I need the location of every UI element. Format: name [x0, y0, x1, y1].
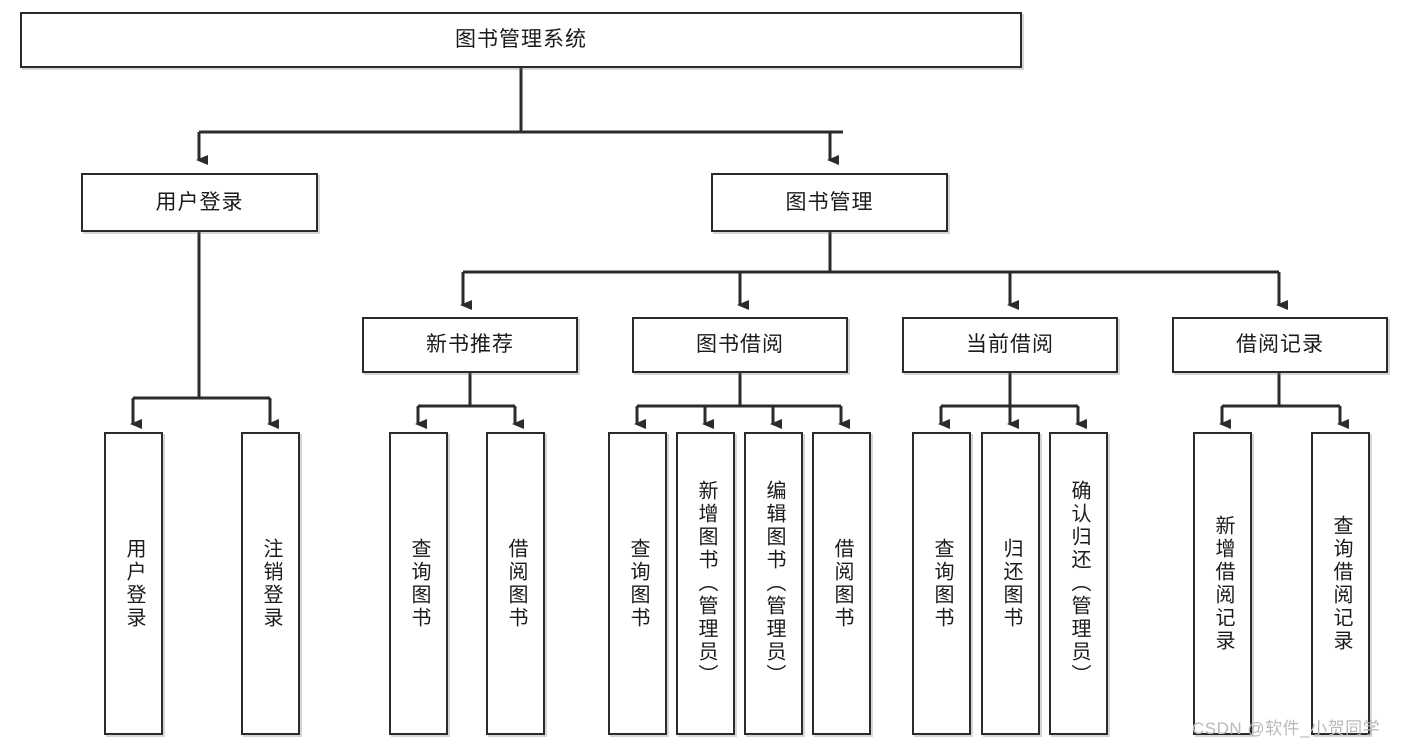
node-current-borrow[interactable]: 当前借阅 [902, 317, 1118, 373]
node-label: 当前借阅 [966, 333, 1054, 357]
node-leaf-query-book-2[interactable]: 查询图书 [608, 432, 667, 735]
node-leaf-return-book[interactable]: 归还图书 [981, 432, 1040, 735]
node-user-login[interactable]: 用户登录 [81, 173, 318, 232]
node-label: 查询图书 [408, 537, 430, 630]
csdn-watermark: CSDN @软件_小贺同学 [1192, 719, 1381, 738]
node-leaf-logout-login[interactable]: 注销登录 [241, 432, 300, 735]
node-leaf-user-login[interactable]: 用户登录 [104, 432, 163, 735]
node-label: 查询借阅记录 [1330, 514, 1352, 653]
node-label: 归还图书 [1000, 537, 1022, 630]
node-leaf-query-borrow-record[interactable]: 查询借阅记录 [1311, 432, 1370, 735]
node-leaf-edit-book[interactable]: 编辑图书（管理员） [744, 432, 803, 735]
node-root-system[interactable]: 图书管理系统 [20, 12, 1022, 68]
node-leaf-query-book-3[interactable]: 查询图书 [912, 432, 971, 735]
node-label: 用户登录 [155, 190, 244, 214]
node-label: 借阅图书 [505, 537, 527, 630]
node-label: 借阅图书 [831, 537, 853, 630]
node-label: 查询图书 [627, 537, 649, 630]
node-label: 编辑图书（管理员） [763, 480, 785, 687]
node-label: 图书管理 [785, 190, 874, 214]
node-leaf-query-book-1[interactable]: 查询图书 [389, 432, 448, 735]
node-label: 确认归还（管理员） [1068, 480, 1090, 687]
node-label: 新书推荐 [426, 333, 514, 357]
node-book-borrow[interactable]: 图书借阅 [632, 317, 848, 373]
node-leaf-add-book[interactable]: 新增图书（管理员） [676, 432, 735, 735]
node-leaf-borrow-book-1[interactable]: 借阅图书 [486, 432, 545, 735]
node-leaf-add-borrow-record[interactable]: 新增借阅记录 [1193, 432, 1252, 735]
node-label: 图书管理系统 [455, 28, 587, 52]
node-label: 新增图书（管理员） [695, 480, 717, 687]
node-label: 图书借阅 [696, 333, 784, 357]
node-label: 用户登录 [123, 537, 145, 630]
node-leaf-borrow-book-2[interactable]: 借阅图书 [812, 432, 871, 735]
node-borrow-record[interactable]: 借阅记录 [1172, 317, 1388, 373]
node-label: 注销登录 [260, 537, 282, 630]
node-book-manage[interactable]: 图书管理 [711, 173, 948, 232]
node-new-book-recommend[interactable]: 新书推荐 [362, 317, 578, 373]
node-label: 新增借阅记录 [1212, 514, 1234, 653]
node-label: 查询图书 [931, 537, 953, 630]
node-label: 借阅记录 [1236, 333, 1324, 357]
node-leaf-confirm-return[interactable]: 确认归还（管理员） [1049, 432, 1108, 735]
